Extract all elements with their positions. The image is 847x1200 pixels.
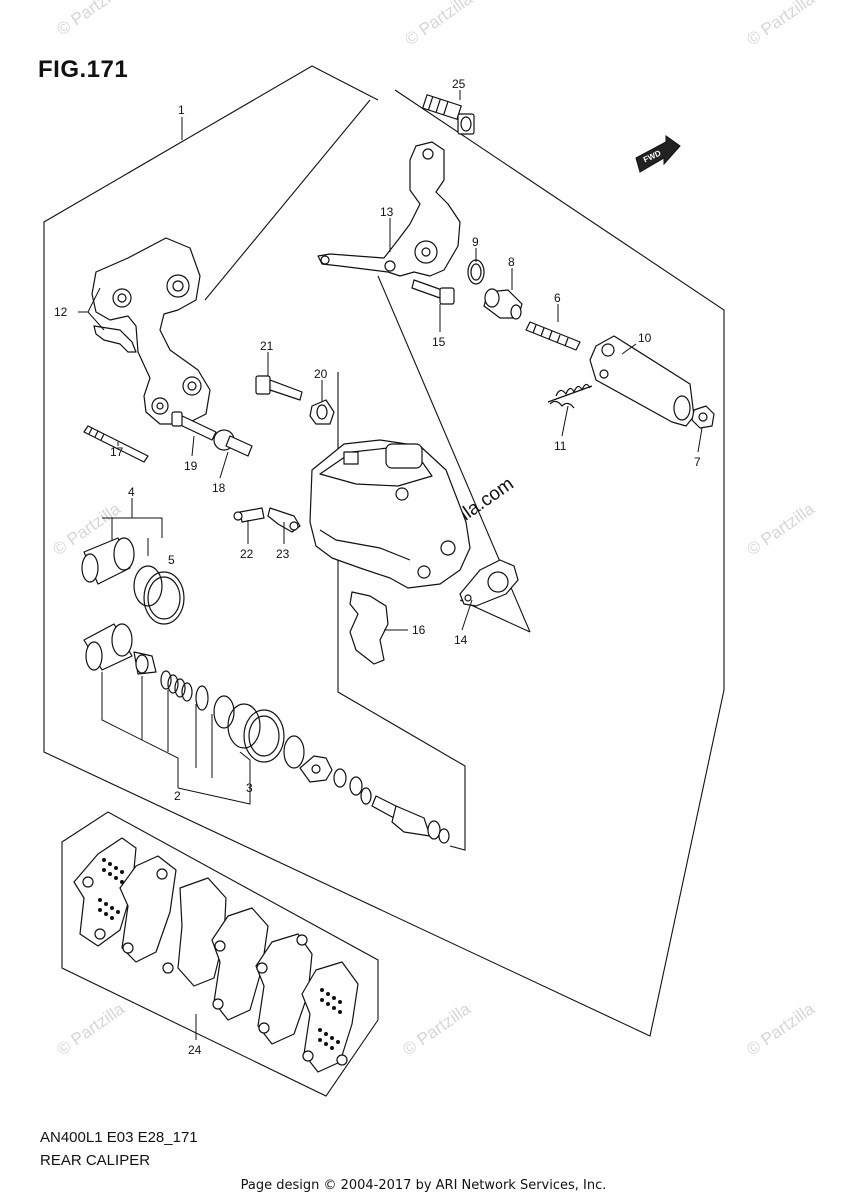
callout-23: 23 (276, 547, 290, 561)
part-14-gasket (459, 559, 519, 607)
leader-lines (78, 90, 703, 1040)
callout-2: 2 (174, 789, 181, 803)
callout-10: 10 (638, 331, 652, 345)
callout-13: 13 (380, 205, 394, 219)
part-2-washer (195, 685, 209, 711)
page-design-credit: Page design © 2004-2017 by ARI Network S… (240, 1178, 607, 1193)
callout-21: 21 (260, 339, 274, 353)
part-9-o-ring (467, 259, 485, 285)
callout-25: 25 (452, 77, 466, 91)
part-12-clip (93, 325, 137, 353)
watermark: © Partzilla (53, 999, 128, 1059)
callout-16: 16 (412, 623, 426, 637)
callout-5: 5 (168, 553, 175, 567)
watermark: © Partzilla (743, 499, 818, 559)
watermark: © Partzilla (401, 0, 476, 49)
part-3-seal-small (360, 787, 372, 805)
callout-15: 15 (432, 335, 446, 349)
pad (177, 877, 227, 987)
pad-dot-pattern (98, 858, 342, 1050)
part-3-star-washer (299, 755, 333, 783)
part-15-bolt (411, 279, 455, 305)
part-3-circlip (283, 735, 305, 769)
part-3-seals (227, 703, 285, 763)
pad-shim (211, 907, 269, 1021)
part-3-seal-small (349, 776, 363, 796)
part-caliper-body (309, 439, 471, 589)
figure-title: FIG.171 (38, 56, 129, 83)
callout-8: 8 (508, 255, 515, 269)
callout-22: 22 (240, 547, 254, 561)
part-2-piston (83, 623, 133, 671)
part-5-seals (133, 565, 185, 625)
callout-18: 18 (212, 481, 226, 495)
part-22-bleeder (233, 507, 265, 523)
callout-3: 3 (246, 781, 253, 795)
part-3-screw (371, 795, 450, 844)
callout-7: 7 (694, 455, 701, 469)
watermark: © Partzilla (399, 999, 474, 1059)
callout-20: 20 (314, 367, 328, 381)
callout-14: 14 (454, 633, 468, 647)
model-code: AN400L1 E03 E28_171 (40, 1129, 198, 1146)
part-11-spring (547, 383, 593, 409)
callout-labels: 1 2 3 4 5 6 7 8 9 10 11 12 13 14 15 16 1… (54, 77, 701, 1057)
watermark: © Partzilla (743, 999, 818, 1059)
part-8-sleeve (483, 288, 523, 320)
part-6-rod (525, 321, 581, 351)
part-caliper-bracket (91, 237, 211, 425)
part-4-piston (81, 537, 135, 585)
bracket-line (337, 372, 466, 851)
pad-shim (119, 855, 177, 963)
part-16-clip (349, 591, 389, 665)
part-2-circlip (213, 695, 235, 729)
part-17-rod (83, 425, 149, 463)
part-24-brake-pads (73, 837, 359, 1073)
part-21-pin (255, 375, 303, 401)
part-2-spring (160, 670, 193, 702)
watermark: © Partzilla (743, 0, 818, 49)
pad-holes (82, 868, 348, 1066)
part-23-cap (267, 507, 301, 533)
callout-19: 19 (184, 459, 198, 473)
section-name: REAR CALIPER (40, 1152, 151, 1169)
part-3-seal-small (333, 768, 347, 788)
part-25-bolt (422, 94, 475, 135)
callout-17: 17 (110, 445, 124, 459)
part-13-lever (317, 141, 461, 277)
callout-4: 4 (128, 485, 135, 499)
callout-6: 6 (554, 291, 561, 305)
callout-24: 24 (188, 1043, 202, 1057)
part-10-housing (589, 335, 695, 427)
callout-12: 12 (54, 305, 68, 319)
pad-shim (73, 837, 137, 947)
pad-shim (301, 961, 359, 1073)
watermark: © Partzilla (53, 0, 128, 39)
fwd-arrow-icon: FWD (635, 135, 681, 173)
bracket-line (204, 99, 371, 301)
pad-set-outline (61, 811, 379, 1097)
part-19-pin (171, 411, 217, 441)
part-2-adjuster (133, 651, 157, 675)
callout-11: 11 (554, 439, 567, 453)
assembly-frame (43, 65, 725, 1037)
callout-1: 1 (178, 103, 185, 117)
callout-9: 9 (472, 235, 479, 249)
part-20-boot (309, 399, 335, 425)
part-18-pin (213, 429, 253, 457)
part-7-nut (691, 405, 715, 429)
